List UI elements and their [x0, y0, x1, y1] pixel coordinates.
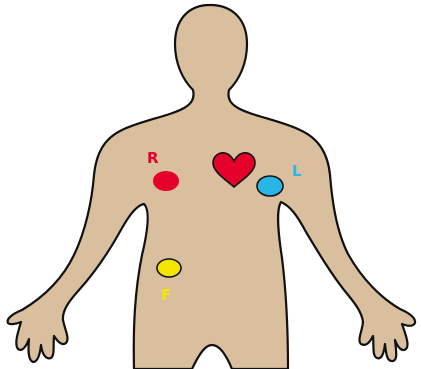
right-arm-label: R	[147, 149, 159, 167]
right-arm-electrode	[153, 171, 179, 191]
left-arm-electrode	[257, 176, 283, 196]
human-body-silhouette	[8, 5, 415, 369]
foot-label: F	[161, 286, 171, 304]
left-arm-label: L	[292, 162, 302, 180]
foot-electrode	[157, 259, 181, 277]
